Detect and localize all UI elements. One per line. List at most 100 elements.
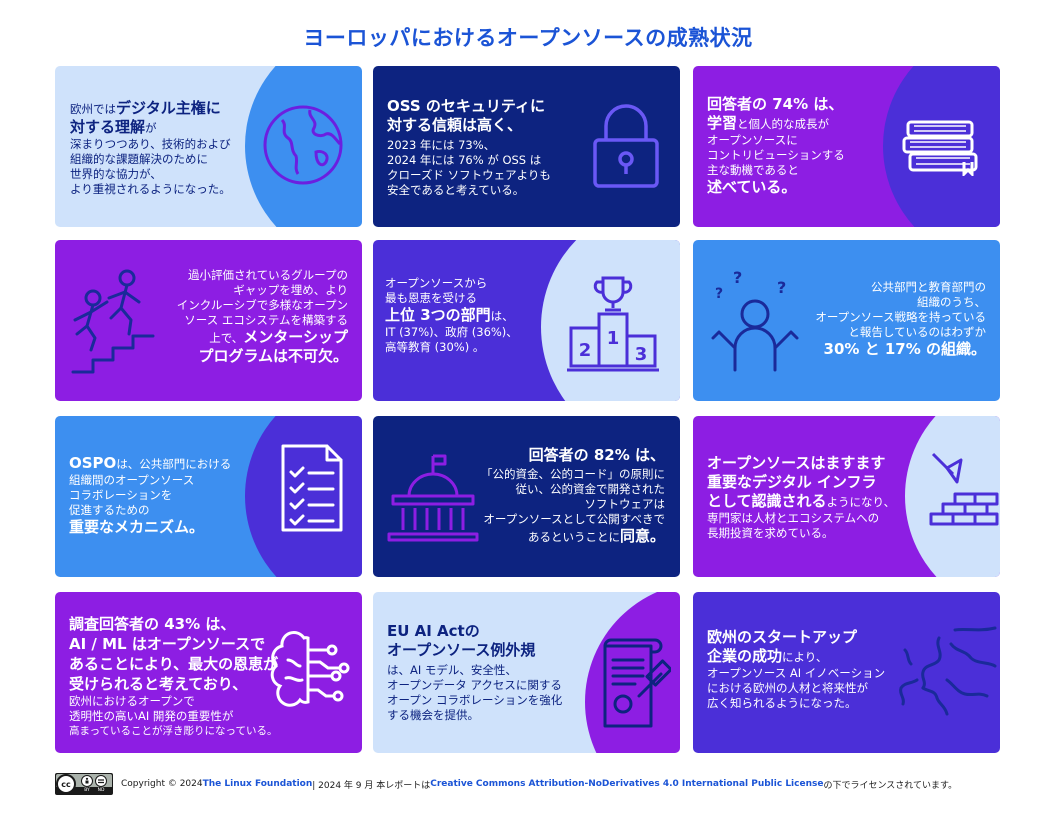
card-eu-ai-act: EU AI Actの オープンソース例外規 は、AI モデル、安全性、 オープン… [373,592,680,753]
question-mark: ? [733,268,743,287]
card-security-trust: OSS のセキュリティに 対する信頼は高く、 2023 年には 73%、 202… [373,66,680,227]
card-ospo: OSPOは、公共部門における 組織間のオープンソース コラボレーションを 促進す… [55,416,362,577]
card-text: オープンデータ アクセスに関する [387,678,562,692]
card-text: 長期投資を求めている。 [707,526,834,540]
card-public-sector-strategy: ? ? ? 公共部門と教育部門の 組織のうち、 オープンソース戦略を持っている … [693,240,1000,401]
podium-label-1: 1 [606,328,620,349]
card-headline: 上位 3つの部門 [385,306,491,324]
card-headline: 回答者の 82% は、 [528,446,665,464]
card-headline: 企業の成功 [707,647,783,665]
card-headline: メンターシップ [243,328,348,346]
svg-text:cc: cc [61,780,71,789]
climbing-stairs-icon [69,268,159,374]
ai-brain-circuit-icon [270,630,352,710]
card-text: ソース エコシステムを構築する [184,313,348,327]
podium-label-3: 3 [634,344,648,365]
card-headline: 欧州のスタートアップ [707,628,858,646]
card-text: 上で、 [209,331,244,345]
footer-org-link[interactable]: The Linux Foundation [202,779,313,789]
checklist-icon [277,442,347,534]
card-text: と報告しているのはわずか [848,325,986,339]
badge-nd-label: ND [97,788,105,793]
card-text: 最も恩恵を受ける [385,291,477,305]
card-ai-ml: 調査回答者の 43% は、 AI / ML はオープンソースで あることにより、… [55,592,362,753]
question-mark: ? [777,278,787,297]
card-headline: オープンソースはますます [707,454,886,472]
confused-person-icon [707,266,803,376]
question-mark: ? [715,286,724,302]
footer-license-link[interactable]: Creative Commons Attribution-NoDerivativ… [430,779,824,789]
badge-by-label: BY [84,788,90,793]
card-text: あるということに [527,530,620,544]
card-text: より重視されるようになった。 [70,182,231,196]
padlock-icon [591,104,661,190]
trophy-podium-icon [565,274,661,374]
card-text: IT (37%)、政府 (36%)、 [385,325,518,339]
card-text: コラボレーションを [69,488,173,502]
card-text: ギャップを埋め、より [233,283,348,297]
card-headline: デジタル主権に [116,99,221,117]
card-learning-motivation: 回答者の 74% は、 学習と個人的な成長が オープンソースに コントリビューシ… [693,66,1000,227]
government-building-icon [385,452,481,544]
card-headline: 重要なメカニズム。 [69,518,205,536]
globe-icon [260,102,346,188]
card-text: 2024 年には 76% が OSS は [387,153,542,167]
card-text: インクルーシブで多様なオープン [176,298,348,312]
card-headline: 調査回答者の 43% は、 [69,615,236,633]
card-text: 深まりつつあり、技術的および [70,137,231,151]
card-text: は、AI モデル、安全性、 [387,663,517,677]
footer-date: | 2024 年 9 月 本レポートは [312,780,431,791]
card-text: は、 [490,309,514,323]
card-headline: 学習 [707,114,738,132]
card-text: 欧州では [70,102,116,116]
card-text: 欧州におけるオープンで [69,694,195,708]
card-text: 2023 年には 73%、 [387,138,496,152]
podium-label-2: 2 [578,340,592,361]
card-headline: オープンソース例外規 [387,641,536,659]
card-text: における欧州の人材と将来性が [707,681,868,695]
card-headline: 述べている。 [707,178,797,196]
card-startups: 欧州のスタートアップ 企業の成功により、 オープンソース AI イノベーション … [693,592,1000,753]
brick-wall-trowel-icon [925,450,999,532]
card-text: 安全であると考えている。 [387,183,525,197]
card-text: クローズド ソフトウェアよりも [387,168,551,182]
card-text: 専門家は人材とエコシステムへの [707,511,880,525]
card-text: する機会を提供。 [387,708,479,722]
card-text: 公共部門と教育部門の [871,280,986,294]
card-text: 世界的な協力が、 [70,167,162,181]
footer-copyright: Copyright © 2024 [121,779,203,789]
europe-map-icon [895,622,999,722]
card-headline: 回答者の 74% は、 [707,95,844,113]
card-text: 従い、公的資金で開発された [515,482,666,496]
card-text: 過小評価されているグループの [188,268,348,282]
card-text: オープンソース戦略を持っている [815,310,986,324]
card-text: 「公的資金、公的コード」の原則に [481,467,665,481]
card-text: 高まっていることが浮き彫りになっている。 [69,725,278,737]
card-text: 透明性の高いAI 開発の重要性が [69,709,234,723]
card-text: 組織のうち、 [917,295,986,309]
card-mentorship: 過小評価されているグループの ギャップを埋め、より インクルーシブで多様なオープ… [55,240,362,401]
card-headline: 対する信頼は高く、 [387,116,523,134]
card-headline: OSS のセキュリティに [387,97,546,115]
card-text: オープンソース AI イノベーション [707,666,886,680]
legal-document-gavel-icon [599,638,671,730]
card-headline: 30% と 17% の組織。 [823,340,986,358]
card-headline: 対する理解 [70,118,146,136]
books-icon [900,118,986,176]
card-text: 組織間のオープンソース [69,473,195,487]
card-text: オープンソースから [385,276,488,290]
card-text: 広く知られるようになった。 [707,696,857,710]
card-text: 組織的な課題解決のために [70,152,208,166]
card-text: ようになり、 [826,495,896,509]
card-top-sectors: 1 2 3 オープンソースから 最も恩恵を受ける 上位 3つの部門は、 IT (… [373,240,680,401]
card-headline: 受けられると考えており、 [69,675,248,693]
card-headline: あることにより、最大の恩恵が [69,655,279,673]
card-headline: 重要なデジタル インフラ [707,473,877,491]
card-digital-sovereignty: 欧州ではデジタル主権に 対する理解が 深まりつつあり、技術的および 組織的な課題… [55,66,362,227]
card-headline: 同意。 [619,527,665,545]
card-text: 高等教育 (30%) 。 [385,340,485,354]
card-text: オープン コラボレーションを強化 [387,693,563,707]
page-title: ヨーロッパにおけるオープンソースの成熟状況 [303,26,753,50]
card-text: コントリビューションする [707,148,845,162]
card-text: により、 [782,650,828,664]
